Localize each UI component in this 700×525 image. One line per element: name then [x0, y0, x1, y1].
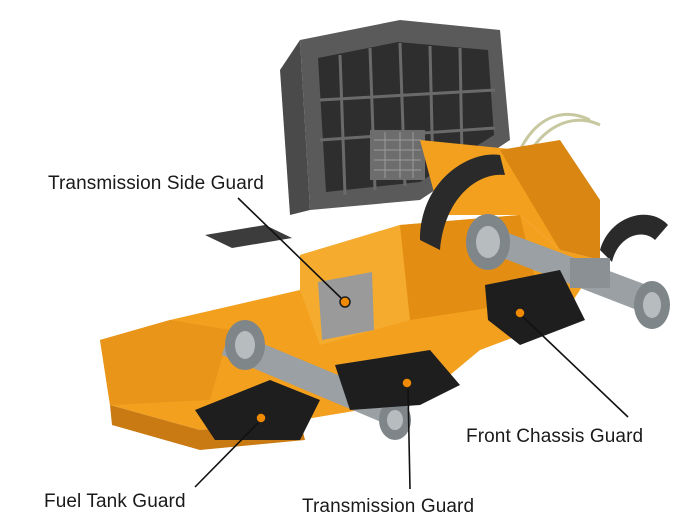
marker-transmission-side	[339, 296, 351, 308]
label-front-chassis-guard: Front Chassis Guard	[466, 426, 644, 447]
label-transmission-guard: Transmission Guard	[302, 496, 475, 517]
marker-fuel-tank	[255, 412, 267, 424]
leader-fuel-tank	[194, 422, 259, 488]
fenders	[420, 154, 668, 262]
fuel-tank-guard-plate	[195, 380, 320, 440]
marker-front-chassis	[514, 307, 526, 319]
leader-lines	[194, 197, 629, 490]
guard-markers	[255, 296, 526, 424]
leader-front-chassis	[522, 316, 629, 418]
label-transmission-side-guard: Transmission Side Guard	[48, 173, 264, 194]
transmission-guard-plate	[335, 350, 460, 410]
front-chassis-guard-plate	[485, 270, 585, 345]
leader-transmission	[407, 388, 411, 490]
marker-transmission	[401, 377, 413, 389]
front-axle	[466, 214, 670, 329]
label-fuel-tank-guard: Fuel Tank Guard	[44, 491, 186, 512]
leader-transmission-side	[237, 197, 342, 299]
